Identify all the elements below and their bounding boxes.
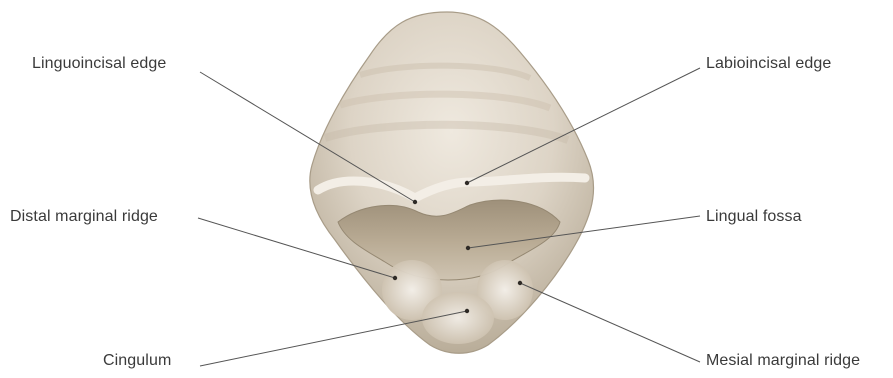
dot-cingulum: [465, 309, 469, 313]
label-cingulum: Cingulum: [103, 352, 171, 370]
label-lingual-fossa: Lingual fossa: [706, 208, 802, 226]
label-labioincisal-edge: Labioincisal edge: [706, 55, 831, 73]
dot-labioincisal-edge: [465, 181, 469, 185]
dot-distal-marginal-ridge: [393, 276, 397, 280]
dot-linguoincisal-edge: [413, 200, 417, 204]
label-linguoincisal-edge: Linguoincisal edge: [32, 55, 166, 73]
dot-lingual-fossa: [466, 246, 470, 250]
label-mesial-marginal-ridge: Mesial marginal ridge: [706, 352, 860, 370]
label-distal-marginal-ridge: Distal marginal ridge: [10, 208, 158, 226]
dot-mesial-marginal-ridge: [518, 281, 522, 285]
leader-mesial-marginal-ridge: [520, 283, 700, 362]
